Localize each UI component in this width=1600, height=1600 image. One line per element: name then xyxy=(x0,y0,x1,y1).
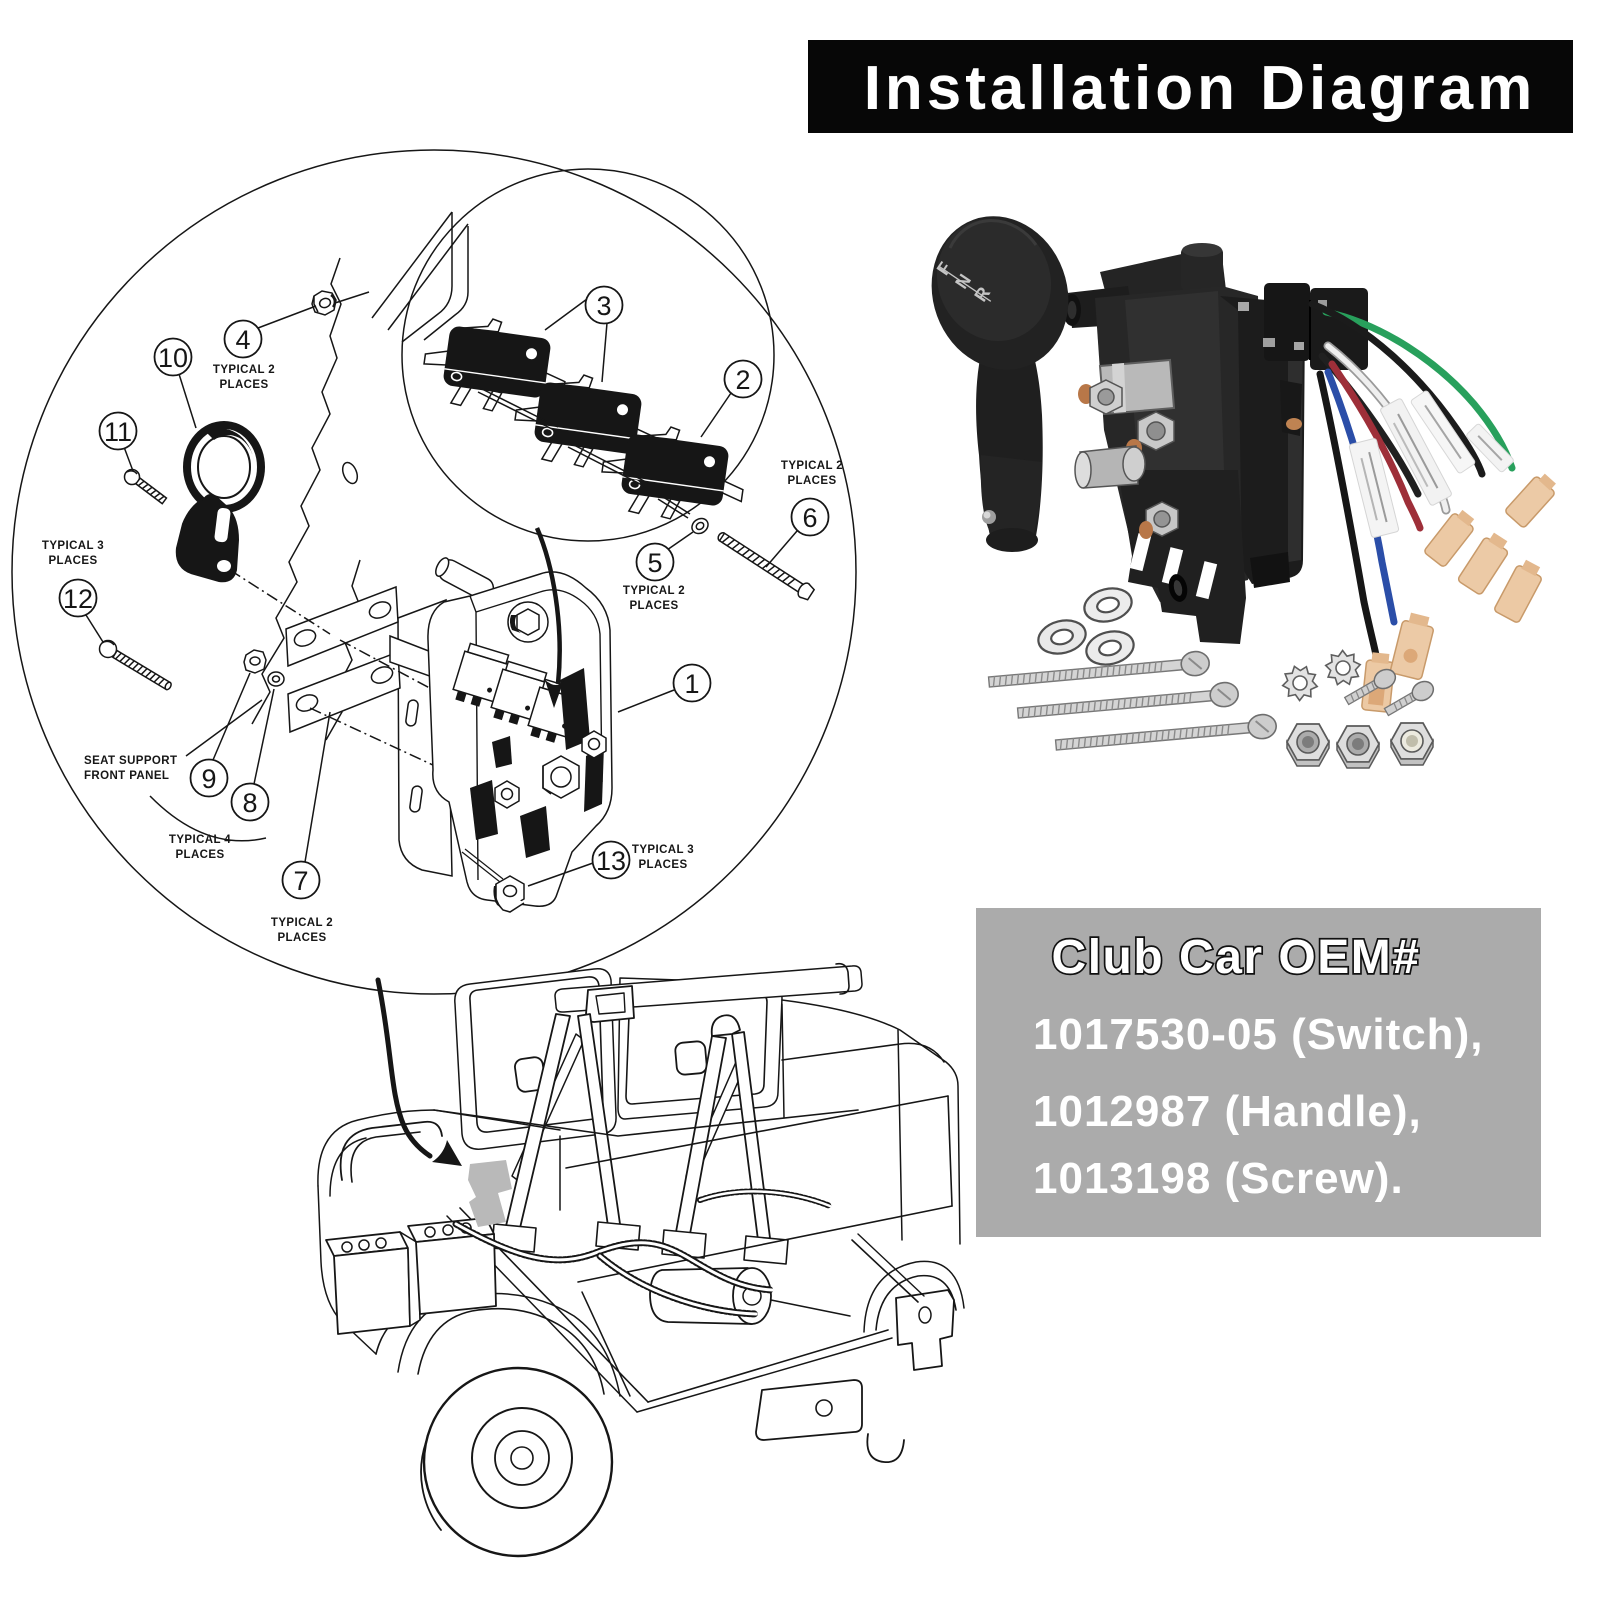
svg-text:TYPICAL 3: TYPICAL 3 xyxy=(42,540,104,552)
svg-text:1: 1 xyxy=(684,669,699,699)
svg-text:8: 8 xyxy=(242,788,257,818)
svg-text:5: 5 xyxy=(647,548,662,578)
svg-text:TYPICAL 2: TYPICAL 2 xyxy=(213,364,275,376)
svg-text:3: 3 xyxy=(596,291,611,321)
svg-text:13: 13 xyxy=(596,846,626,876)
svg-text:7: 7 xyxy=(293,866,308,896)
svg-text:PLACES: PLACES xyxy=(219,379,268,391)
svg-text:PLACES: PLACES xyxy=(629,600,678,612)
svg-text:4: 4 xyxy=(235,325,250,355)
svg-text:12: 12 xyxy=(63,584,93,614)
svg-text:SEAT SUPPORT: SEAT SUPPORT xyxy=(84,755,177,767)
svg-text:TYPICAL 2: TYPICAL 2 xyxy=(271,917,333,929)
svg-text:1017530-05 (Switch),: 1017530-05 (Switch), xyxy=(1033,1010,1483,1059)
svg-text:PLACES: PLACES xyxy=(638,859,687,871)
svg-text:PLACES: PLACES xyxy=(175,849,224,861)
svg-text:PLACES: PLACES xyxy=(277,932,326,944)
svg-text:TYPICAL 2: TYPICAL 2 xyxy=(623,585,685,597)
svg-text:6: 6 xyxy=(802,503,817,533)
svg-text:TYPICAL 3: TYPICAL 3 xyxy=(632,844,694,856)
svg-text:Installation Diagram: Installation Diagram xyxy=(864,54,1537,123)
svg-text:2: 2 xyxy=(735,365,750,395)
svg-text:PLACES: PLACES xyxy=(787,475,836,487)
svg-text:1013198 (Screw).: 1013198 (Screw). xyxy=(1033,1154,1404,1203)
svg-text:1012987 (Handle),: 1012987 (Handle), xyxy=(1033,1087,1422,1136)
svg-text:9: 9 xyxy=(201,764,216,794)
svg-text:TYPICAL 4: TYPICAL 4 xyxy=(169,834,231,846)
svg-text:Club Car OEM#: Club Car OEM# xyxy=(1052,931,1421,984)
svg-text:TYPICAL 2: TYPICAL 2 xyxy=(781,460,843,472)
svg-text:PLACES: PLACES xyxy=(48,555,97,567)
svg-text:11: 11 xyxy=(104,417,132,447)
svg-text:FRONT PANEL: FRONT PANEL xyxy=(84,770,169,782)
svg-text:10: 10 xyxy=(158,343,188,373)
